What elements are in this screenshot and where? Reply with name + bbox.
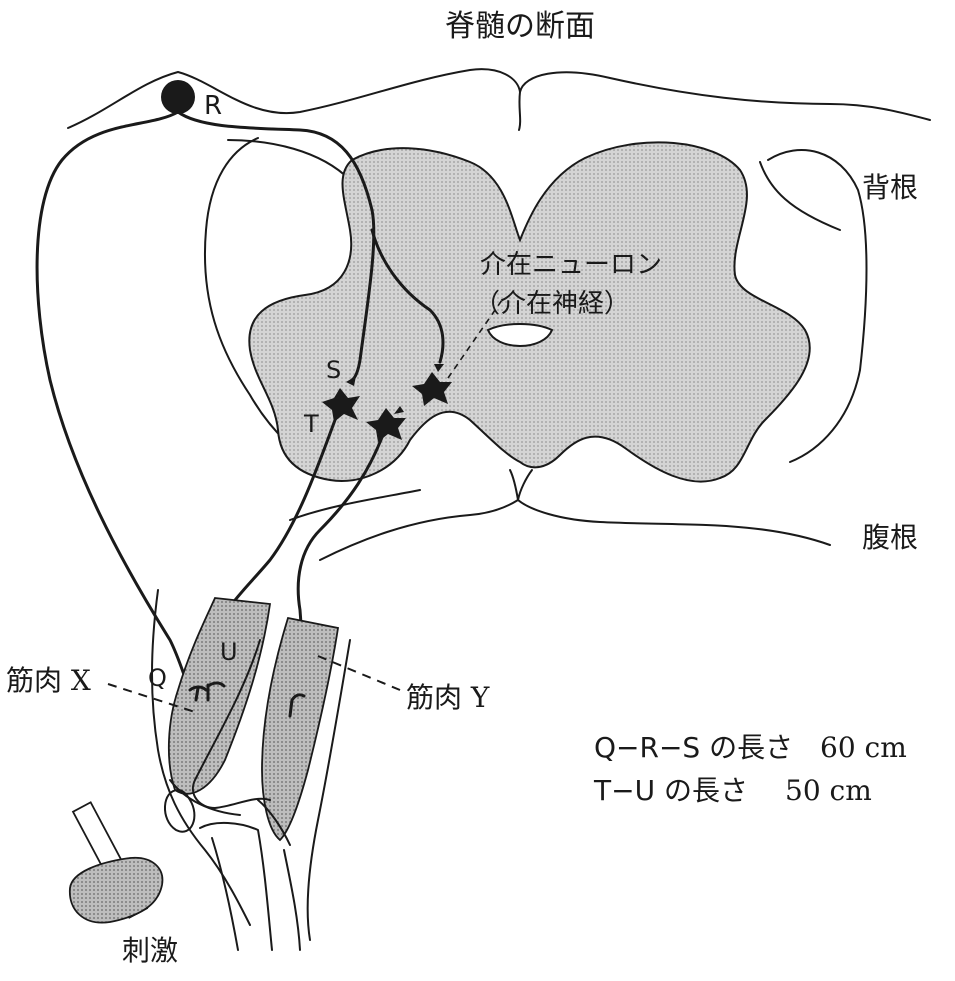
tibia-inner [211, 837, 239, 951]
leg-skin-back [306, 639, 351, 941]
synapse-terminal-motor [394, 406, 404, 414]
sensory-neuron-cell-body [161, 80, 195, 114]
sensory-fiber-branch [370, 228, 445, 364]
point-label-S: S [326, 356, 341, 384]
muscle-y-label: 筋肉 Y [406, 681, 490, 714]
point-label-Q: Q [148, 664, 167, 692]
point-label-T: T [303, 410, 319, 438]
muscle-x-label: 筋肉 X [6, 664, 91, 697]
spinal-cord-midline [518, 91, 522, 131]
nerve-ending-Q [188, 685, 208, 702]
interneuron-sublabel: （介在神経） [474, 289, 630, 319]
spinal-cord-outline [67, 68, 931, 129]
length-qrs: Q−R−S の長さ 60 cm [594, 731, 907, 764]
ventral-edge-right [517, 499, 831, 546]
femur [192, 639, 271, 809]
tibia [199, 822, 273, 951]
length-qrs-value: 60 cm [820, 731, 907, 764]
sensory-fiber-peripheral [35, 110, 192, 692]
knee-joint-lines [169, 779, 291, 846]
interneuron-leader [447, 299, 503, 379]
interneuron-label: 介在ニューロン [480, 250, 662, 280]
white-matter-right-top [759, 161, 841, 231]
point-label-U: U [220, 638, 238, 666]
nerve-ending-U [206, 681, 226, 702]
sensory-fiber-central [176, 110, 376, 382]
motor-neuron-T [322, 388, 360, 422]
anterior-median-fissure [509, 469, 533, 501]
gray-matter [248, 141, 811, 483]
length-tu: T−U の長さ 50 cm [593, 774, 872, 807]
ventral-white-matter-left [289, 489, 421, 521]
ventral-edge-left [319, 499, 519, 561]
muscle-x [167, 597, 272, 795]
dorsal-root-label: 背根 [862, 171, 918, 204]
gray-commissure [486, 323, 554, 348]
motor-neuron-Y [366, 408, 406, 442]
patella [163, 789, 196, 833]
ventral-root-label: 腹根 [862, 521, 918, 554]
point-label-R: R [204, 91, 222, 121]
nerve-ending-Y [288, 693, 306, 718]
stimulus-probe-head [69, 856, 164, 924]
calf-line [283, 849, 301, 951]
synapse-terminal-S [346, 376, 356, 386]
diagram-title: 脊髄の断面 [445, 9, 595, 44]
length-tu-label: T−U の長さ [593, 774, 748, 807]
length-tu-value: 50 cm [785, 774, 872, 807]
leg-skin-front [151, 589, 251, 926]
synapse-terminal-interneuron [434, 364, 444, 372]
interneuron [412, 372, 452, 406]
white-matter-left-top [227, 139, 351, 181]
white-matter-right [767, 149, 868, 463]
length-qrs-label: Q−R−S の長さ [594, 731, 793, 764]
stimulus-label: 刺激 [122, 934, 178, 967]
muscle-y [261, 616, 340, 842]
